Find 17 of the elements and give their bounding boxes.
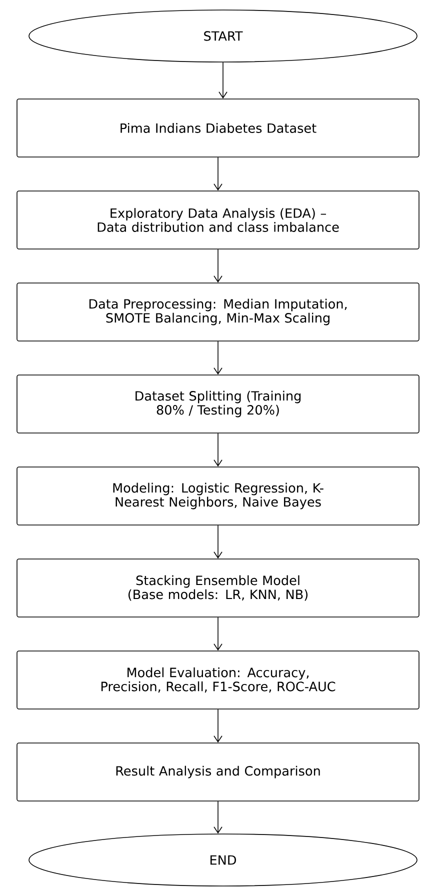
process-box: Pima Indians Diabetes Dataset bbox=[16, 98, 420, 158]
process-box: Result Analysis and Comparison bbox=[16, 742, 420, 802]
process-box: Data Preprocessing: Median Imputation, SMOTE Balancing, Min-Max Scaling bbox=[16, 282, 420, 342]
arrow bbox=[214, 801, 222, 834]
arrow bbox=[214, 617, 222, 651]
process-box: Stacking Ensemble Model (Base models: LR, KNN, NB) bbox=[16, 558, 420, 618]
process-box: Dataset Splitting (Training 80% / Testing 20%) bbox=[16, 374, 420, 434]
arrow bbox=[218, 62, 228, 99]
arrow bbox=[214, 525, 222, 559]
process-box: Model Evaluation: Accuracy, Precision, Recall, F1-Score, ROC-AUC bbox=[16, 650, 420, 710]
arrow bbox=[214, 709, 222, 743]
process-box: Exploratory Data Analysis (EDA) – Data distribution and class imbalance bbox=[16, 190, 420, 250]
arrow bbox=[214, 249, 222, 283]
arrow bbox=[214, 341, 222, 375]
arrow bbox=[214, 433, 222, 467]
arrow bbox=[214, 157, 222, 191]
process-box: Modeling: Logistic Regression, K-Nearest Neighbors, Naive Bayes bbox=[16, 466, 420, 526]
